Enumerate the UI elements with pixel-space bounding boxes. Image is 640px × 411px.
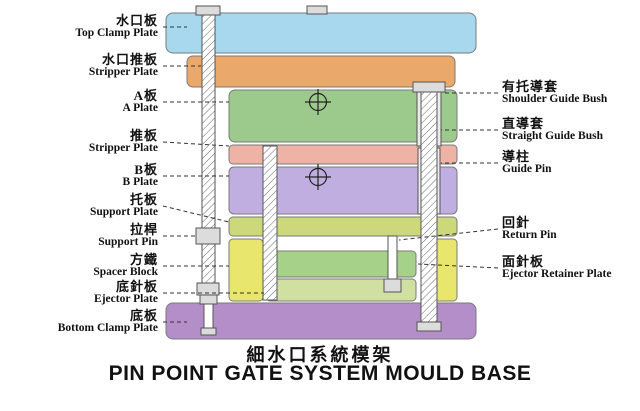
label-shoulder-guide-bush: 有托導套 Shoulder Guide Bush — [502, 80, 607, 106]
guide-pin-center — [262, 145, 278, 301]
center-mark-b-plate — [305, 164, 331, 190]
label-en: A Plate — [122, 102, 158, 114]
diagram-title-english: PIN POINT GATE SYSTEM MOULD BASE — [108, 362, 532, 385]
label-en: Top Clamp Plate — [75, 27, 158, 39]
label-ejector-plate: 底針板 Ejector Plate — [94, 280, 158, 306]
label-stripper-plate-upper: 水口推板 Stripper Plate — [89, 53, 158, 79]
label-cn: 托板 — [129, 192, 158, 207]
leader-lines — [162, 26, 499, 323]
label-b-plate: B板 B Plate — [123, 163, 158, 189]
label-cn: 拉桿 — [129, 222, 158, 237]
label-cn: 有托導套 — [502, 79, 559, 94]
sprue-bush-top — [306, 5, 328, 15]
diagram-title-chinese: 細水口系統模架 — [246, 345, 394, 365]
label-cn: 底針板 — [115, 279, 158, 294]
ejector-bolt-bottom — [199, 294, 218, 336]
plate-bottom-clamp — [165, 302, 477, 340]
label-en: Support Plate — [89, 206, 158, 218]
label-cn: 推板 — [129, 128, 158, 143]
label-bottom-clamp-plate: 底板 Bottom Clamp Plate — [58, 309, 158, 335]
label-cn: 回針 — [502, 215, 531, 230]
label-cn: A板 — [133, 88, 158, 103]
label-en: Return Pin — [502, 229, 557, 241]
plate-stripper-lower — [228, 144, 458, 165]
label-cn: 導柱 — [502, 149, 531, 164]
label-en: Stripper Plate — [88, 66, 158, 78]
label-en: Straight Guide Bush — [502, 130, 603, 142]
shoulder-guide-bush — [412, 81, 446, 93]
label-stripper-plate-lower: 推板 Stripper Plate — [89, 129, 158, 155]
label-guide-pin: 導柱 Guide Pin — [502, 150, 552, 176]
plate-a — [228, 89, 458, 143]
label-spacer-block: 方鐵 Spacer Block — [93, 253, 158, 279]
label-support-pin: 拉桿 Support Pin — [98, 223, 158, 249]
label-en: Bottom Clamp Plate — [57, 322, 158, 334]
guide-pin-nut — [416, 321, 442, 332]
label-cn: 底板 — [129, 308, 158, 323]
label-cn: B板 — [134, 162, 158, 177]
label-ejector-retainer-plate: 面針板 Ejector Retainer Plate — [502, 255, 611, 281]
plate-stripper-upper — [186, 55, 456, 88]
label-cn: 水口板 — [115, 13, 158, 28]
label-cn: 面針板 — [502, 254, 545, 269]
label-return-pin: 回針 Return Pin — [502, 216, 557, 242]
label-a-plate: A板 A Plate — [123, 89, 158, 115]
label-en: Ejector Plate — [94, 293, 158, 305]
label-en: Support Pin — [98, 236, 158, 248]
label-cn: 方鐵 — [129, 252, 158, 267]
plate-b — [228, 166, 458, 215]
label-cn: 水口推板 — [101, 52, 158, 67]
return-pin — [383, 235, 402, 293]
support-pin-left — [195, 5, 221, 301]
label-support-plate: 托板 Support Plate — [90, 193, 158, 219]
label-en: Spacer Block — [93, 266, 158, 278]
label-straight-guide-bush: 直導套 Straight Guide Bush — [502, 117, 603, 143]
label-en: Ejector Retainer Plate — [502, 268, 612, 280]
spacer-block-left — [228, 238, 264, 302]
plate-support — [228, 216, 458, 237]
center-mark-a-plate — [305, 89, 331, 115]
label-en: B Plate — [122, 176, 158, 188]
label-en: Stripper Plate — [88, 142, 158, 154]
label-top-clamp-plate: 水口板 Top Clamp Plate — [75, 14, 158, 40]
label-en: Guide Pin — [502, 163, 552, 175]
label-en: Shoulder Guide Bush — [502, 93, 608, 105]
label-cn: 直導套 — [502, 116, 545, 131]
